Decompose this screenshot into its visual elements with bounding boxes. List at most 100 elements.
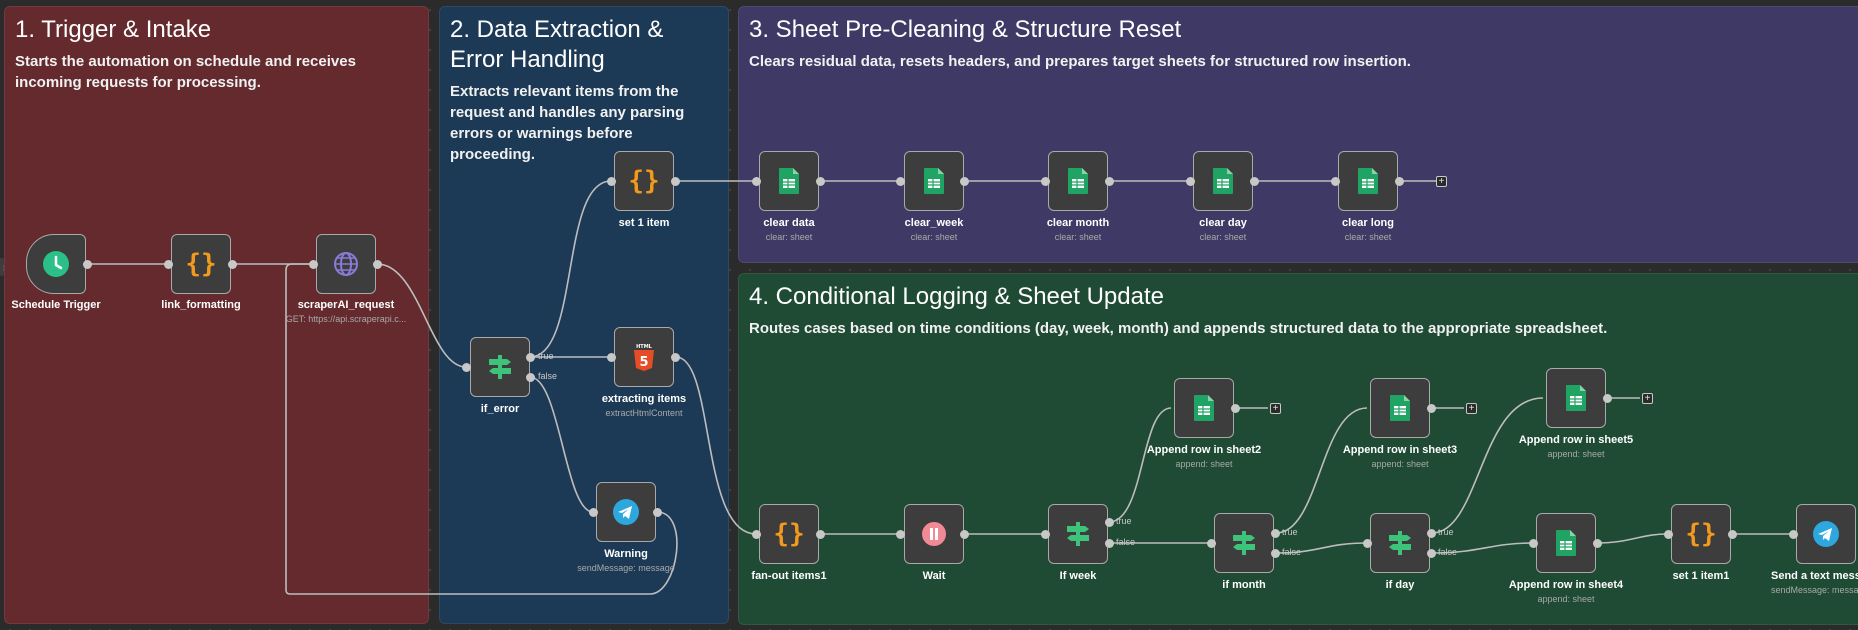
svg-text:{}: {}: [1686, 519, 1716, 549]
node-schedule-trigger[interactable]: [26, 234, 86, 294]
node-if-error[interactable]: [470, 337, 530, 397]
code-braces-icon: {}: [1686, 519, 1716, 549]
node-label: set 1 item: [618, 217, 670, 229]
output-port[interactable]: [1250, 177, 1259, 186]
node-set-1-item1[interactable]: {}: [1671, 504, 1731, 564]
node-subtitle: clear: sheet: [1199, 232, 1247, 242]
output-port[interactable]: [1728, 530, 1737, 539]
node-subtitle: clear: sheet: [1054, 232, 1102, 242]
output-port-false[interactable]: [1271, 549, 1280, 558]
input-port[interactable]: [164, 260, 173, 269]
output-port[interactable]: [373, 260, 382, 269]
add-node-button[interactable]: +: [1642, 393, 1653, 404]
node-subtitle: sendMessage: messa: [1771, 585, 1858, 595]
output-port[interactable]: [816, 177, 825, 186]
output-port-false[interactable]: [1105, 539, 1114, 548]
node-append-sheet2[interactable]: [1174, 378, 1234, 438]
output-port-true[interactable]: [1105, 518, 1114, 527]
node-scraper-request[interactable]: [316, 234, 376, 294]
input-port[interactable]: [1529, 539, 1538, 548]
sticky-text: Clears residual data, resets headers, an…: [749, 53, 1411, 70]
node-label: clear month: [1046, 217, 1110, 229]
output-port[interactable]: [1593, 539, 1602, 548]
output-port[interactable]: [816, 530, 825, 539]
input-port[interactable]: [752, 177, 761, 186]
output-port[interactable]: [1395, 177, 1404, 186]
node-label: Send a text messa: [1771, 570, 1858, 582]
output-port-true[interactable]: [1427, 529, 1436, 538]
input-port[interactable]: [896, 530, 905, 539]
node-label: clear_week: [904, 217, 964, 229]
sticky-note-data-extraction[interactable]: 2. Data Extraction & Error Handling Extr…: [439, 6, 729, 624]
node-set-1-item[interactable]: {}: [614, 151, 674, 211]
add-node-button[interactable]: +: [1270, 403, 1281, 414]
add-node-button[interactable]: +: [1466, 403, 1477, 414]
node-append-sheet3[interactable]: [1370, 378, 1430, 438]
input-port[interactable]: [607, 353, 616, 362]
node-link-formatting[interactable]: {}: [171, 234, 231, 294]
input-port[interactable]: [1186, 177, 1195, 186]
output-port[interactable]: [671, 353, 680, 362]
input-port[interactable]: [752, 530, 761, 539]
input-port[interactable]: [1207, 539, 1216, 548]
svg-text:{}: {}: [774, 519, 804, 549]
input-port[interactable]: [462, 363, 471, 372]
node-warning[interactable]: [596, 482, 656, 542]
output-port[interactable]: [228, 260, 237, 269]
node-if-day[interactable]: [1370, 513, 1430, 573]
branch-icon: [1233, 531, 1255, 555]
node-label: set 1 item1: [1672, 570, 1730, 582]
output-port[interactable]: [671, 177, 680, 186]
telegram-icon: [613, 499, 639, 525]
output-port[interactable]: [1231, 404, 1240, 413]
output-port[interactable]: [1603, 394, 1612, 403]
node-wait[interactable]: [904, 504, 964, 564]
svg-text:5: 5: [639, 355, 648, 370]
sheets-icon: [1566, 385, 1586, 411]
input-port[interactable]: [1664, 530, 1673, 539]
input-port[interactable]: [1041, 530, 1050, 539]
node-clear-month[interactable]: [1048, 151, 1108, 211]
node-fan-out-items1[interactable]: {}: [759, 504, 819, 564]
add-node-button[interactable]: +: [1436, 176, 1447, 187]
node-label: Append row in sheet4: [1508, 579, 1624, 591]
node-if-week[interactable]: [1048, 504, 1108, 564]
branch-icon: [1389, 531, 1411, 555]
input-port[interactable]: [1041, 177, 1050, 186]
sheets-icon: [1358, 168, 1378, 194]
node-send-text-message[interactable]: [1796, 504, 1856, 564]
output-port[interactable]: [1427, 404, 1436, 413]
sheets-icon: [1390, 395, 1410, 421]
output-port-true[interactable]: [1271, 529, 1280, 538]
input-port[interactable]: [607, 177, 616, 186]
port-label-false: false: [538, 371, 558, 381]
input-port[interactable]: [1789, 530, 1798, 539]
input-port[interactable]: [1331, 177, 1340, 186]
input-port[interactable]: [1363, 539, 1372, 548]
node-clear-day[interactable]: [1193, 151, 1253, 211]
node-clear-week[interactable]: [904, 151, 964, 211]
node-label: Wait: [922, 570, 946, 582]
output-port[interactable]: [83, 260, 92, 269]
input-port[interactable]: [309, 260, 318, 269]
port-label-true: true: [1282, 527, 1298, 537]
output-port-true[interactable]: [526, 353, 535, 362]
node-label: clear day: [1199, 217, 1247, 229]
sheets-icon: [924, 168, 944, 194]
input-port[interactable]: [896, 177, 905, 186]
sticky-note-sheet-precleaning[interactable]: 3. Sheet Pre-Cleaning & Structure Reset …: [738, 6, 1858, 263]
output-port-false[interactable]: [1427, 549, 1436, 558]
node-append-sheet4[interactable]: [1536, 513, 1596, 573]
output-port[interactable]: [1105, 177, 1114, 186]
output-port[interactable]: [960, 530, 969, 539]
node-append-sheet5[interactable]: [1546, 368, 1606, 428]
input-port[interactable]: [589, 508, 598, 517]
node-clear-long[interactable]: [1338, 151, 1398, 211]
output-port[interactable]: [960, 177, 969, 186]
node-subtitle: GET: https://api.scraperapi.c...: [285, 314, 407, 324]
output-port-false[interactable]: [526, 373, 535, 382]
node-if-month[interactable]: [1214, 513, 1274, 573]
output-port[interactable]: [653, 508, 662, 517]
node-clear-data[interactable]: [759, 151, 819, 211]
